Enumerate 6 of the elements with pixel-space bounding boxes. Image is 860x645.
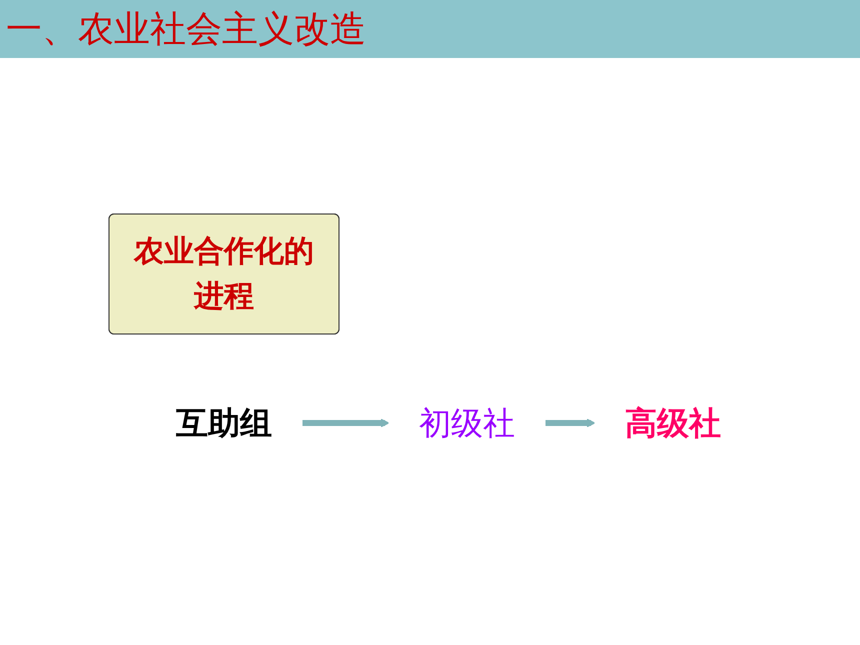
arrow bbox=[545, 418, 596, 428]
slide-title: 一、农业社会主义改造 bbox=[6, 8, 366, 52]
node-text: 初级社 bbox=[419, 404, 515, 442]
arrow bbox=[302, 418, 390, 428]
node-text: 高级社 bbox=[625, 404, 721, 442]
node-text: 互助组 bbox=[176, 404, 272, 442]
